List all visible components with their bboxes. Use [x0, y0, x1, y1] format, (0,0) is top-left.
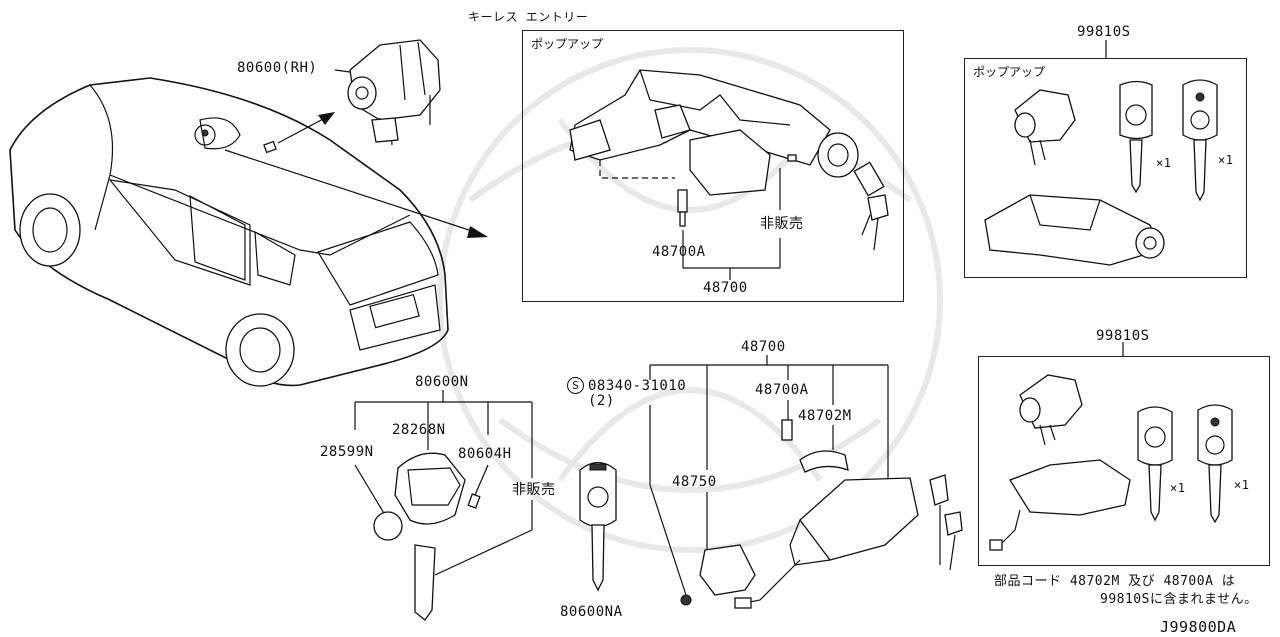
- label-28599n: 28599N: [320, 444, 374, 460]
- kit-frame-top-title: ポップアップ: [973, 65, 1046, 79]
- keyless-entry-header: キーレス エントリー: [468, 10, 589, 24]
- leaders-48700-bottom: [649, 355, 963, 609]
- leaders-80600n: [354, 390, 533, 621]
- note-line-1: 部品コード 48702M 及び 48700A は: [994, 574, 1236, 589]
- label-80604h: 80604H: [458, 446, 512, 462]
- label-28268n: 28268N: [392, 422, 446, 438]
- popup-frame-top: ポップアップ: [522, 30, 904, 302]
- label-48700a-top: 48700A: [652, 244, 706, 260]
- door-lock-cylinder-rh: [334, 39, 441, 146]
- key-80600na: [579, 461, 617, 592]
- label-80600na: 80600NA: [560, 604, 623, 620]
- label-80600rh: 80600(RH): [237, 60, 318, 76]
- vehicle-illustration: [9, 77, 449, 387]
- kit-99810s-bottom: [989, 342, 1233, 551]
- qty-x1-top-a: ×1: [1156, 156, 1172, 170]
- label-99810s-top: 99810S: [1077, 24, 1131, 40]
- qty-x1-bottom-b: ×1: [1234, 478, 1250, 492]
- kit-99810s-top: [984, 40, 1218, 266]
- label-48750: 48750: [672, 474, 717, 490]
- popup-frame-top-title: ポップアップ: [531, 37, 604, 51]
- kit-frame-top: ポップアップ: [964, 58, 1247, 278]
- label-48700-top: 48700: [703, 280, 748, 296]
- label-08340-31010: 08340-31010: [588, 378, 687, 394]
- label-08340-qty: (2): [588, 393, 615, 409]
- kit-frame-bottom: [978, 356, 1270, 566]
- label-99810s-bottom: 99810S: [1096, 328, 1150, 344]
- arrow-leaders: [224, 112, 488, 238]
- diagram-code: J99800DA: [1160, 618, 1237, 636]
- label-not-sold-bottom: 非販売: [512, 482, 556, 498]
- label-48702m: 48702M: [798, 408, 852, 424]
- popup-ignition-assembly: [569, 69, 889, 280]
- qty-x1-bottom-a: ×1: [1170, 481, 1186, 495]
- label-not-sold-top: 非販売: [760, 216, 804, 232]
- label-48700a-bottom: 48700A: [755, 382, 809, 398]
- label-48700-bottom: 48700: [741, 339, 786, 355]
- label-80600n: 80600N: [415, 374, 469, 390]
- qty-x1-top-b: ×1: [1218, 153, 1234, 167]
- note-line-2: 99810Sに含まれません。: [1100, 592, 1258, 607]
- screw-symbol: S: [567, 377, 584, 394]
